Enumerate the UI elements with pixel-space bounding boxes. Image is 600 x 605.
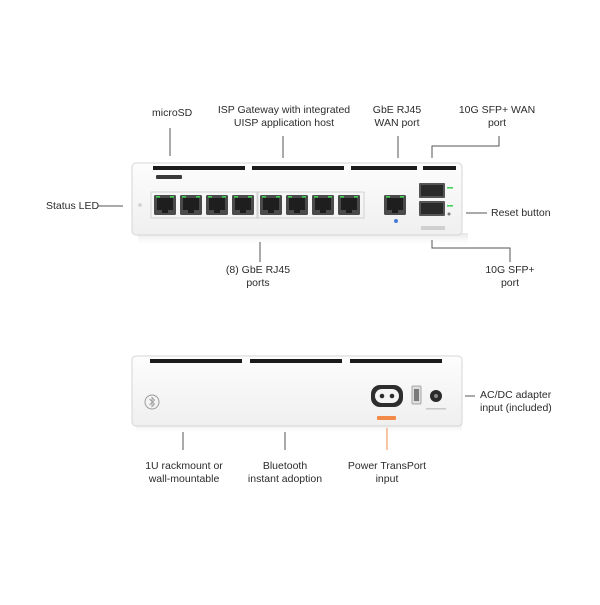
label-power-transport: Power TransPort input	[347, 460, 427, 485]
rj45-port	[338, 195, 360, 215]
rj45-opening	[235, 198, 251, 210]
inlet-pin	[389, 393, 395, 399]
rj45-port-bank	[150, 191, 365, 219]
reset-pinhole	[447, 212, 451, 216]
power-transport-inlet-face	[375, 389, 399, 403]
label-bluetooth: Bluetooth instant adoption	[247, 460, 323, 485]
microsd-slot	[156, 175, 182, 179]
rj45-link-led	[288, 196, 292, 198]
rj45-activity-led	[196, 196, 200, 198]
top-vent	[150, 359, 242, 363]
rj45-port	[286, 195, 308, 215]
label-sfp-wan: 10G SFP+ WAN port	[458, 104, 536, 129]
rj45-link-led	[208, 196, 212, 198]
rj45-latch	[214, 210, 220, 213]
rj45-opening	[341, 198, 357, 210]
rj45-opening	[263, 198, 279, 210]
back-device-shadow	[136, 424, 462, 434]
rj45-activity-led	[302, 196, 306, 198]
rj45-latch	[240, 210, 246, 213]
top-vent	[250, 359, 342, 363]
rj45-latch	[188, 210, 194, 213]
usb-port-slot	[414, 389, 419, 401]
sfp-cage-lower-slot	[421, 203, 443, 214]
sfp-link-led	[447, 205, 453, 207]
bluetooth-indicator	[394, 219, 398, 223]
wan-port	[384, 195, 406, 215]
rj45-opening	[315, 198, 331, 210]
rj45-latch	[320, 210, 326, 213]
top-vent	[252, 166, 344, 170]
label-gbe-wan: GbE RJ45 WAN port	[372, 104, 422, 129]
dc-label-mark	[426, 408, 446, 410]
rj45-port	[154, 195, 176, 215]
label-gbe-ports: (8) GbE RJ45 ports	[225, 264, 291, 289]
front-device	[131, 162, 468, 247]
inlet-pin	[379, 393, 385, 399]
leader-lines	[98, 128, 511, 450]
label-microsd: microSD	[152, 107, 193, 119]
label-reset-button: Reset button	[491, 207, 551, 219]
rj45-link-led	[234, 196, 238, 198]
rj45-opening	[387, 198, 403, 210]
rj45-activity-led	[248, 196, 252, 198]
leader-sfp-wan	[431, 136, 500, 158]
rj45-latch	[162, 210, 168, 213]
rj45-activity-led	[170, 196, 174, 198]
bluetooth-badge	[144, 394, 160, 410]
port-bank-frame	[150, 191, 259, 219]
rj45-activity-led	[354, 196, 358, 198]
dc-jack-pin	[434, 394, 438, 398]
rj45-port	[206, 195, 228, 215]
rj45-latch	[392, 210, 398, 213]
label-status-led: Status LED	[46, 200, 100, 212]
rj45-link-led	[262, 196, 266, 198]
label-isp-gateway: ISP Gateway with integrated UISP applica…	[217, 104, 351, 129]
top-vent	[351, 166, 417, 170]
rj45-opening	[157, 198, 173, 210]
wan-rj45-port	[384, 195, 406, 215]
top-vent	[350, 359, 442, 363]
rj45-link-led	[156, 196, 160, 198]
rj45-latch	[294, 210, 300, 213]
port-bank-frame	[256, 191, 365, 219]
rj45-activity-led	[400, 196, 404, 198]
rj45-port	[232, 195, 254, 215]
label-sfp-port: 10G SFP+ port	[485, 264, 535, 289]
back-device-body	[131, 355, 463, 427]
back-device	[131, 355, 463, 434]
rj45-latch	[346, 210, 352, 213]
leader-sfp-port	[431, 240, 511, 262]
power-transport-tag	[377, 416, 396, 420]
label-ac-dc-adapter: AC/DC adapter input (included)	[480, 389, 552, 414]
rj45-link-led	[182, 196, 186, 198]
rj45-latch	[268, 210, 274, 213]
rj45-link-led	[314, 196, 318, 198]
front-device-shadow	[138, 233, 468, 247]
rj45-port	[312, 195, 334, 215]
rj45-activity-led	[276, 196, 280, 198]
rj45-port	[180, 195, 202, 215]
status-led	[138, 203, 142, 207]
rj45-port	[260, 195, 282, 215]
rj45-link-led	[386, 196, 390, 198]
top-vent	[423, 166, 456, 170]
top-vent	[153, 166, 245, 170]
label-rackmount: 1U rackmount or wall-mountable	[145, 460, 223, 485]
bluetooth-icon	[149, 396, 156, 408]
rj45-activity-led	[222, 196, 226, 198]
sfp-cage-upper-slot	[421, 185, 443, 196]
sfp-link-led	[447, 187, 453, 189]
device-foot	[421, 226, 445, 230]
rj45-opening	[183, 198, 199, 210]
rj45-opening	[289, 198, 305, 210]
rj45-opening	[209, 198, 225, 210]
rj45-link-led	[340, 196, 344, 198]
rj45-activity-led	[328, 196, 332, 198]
